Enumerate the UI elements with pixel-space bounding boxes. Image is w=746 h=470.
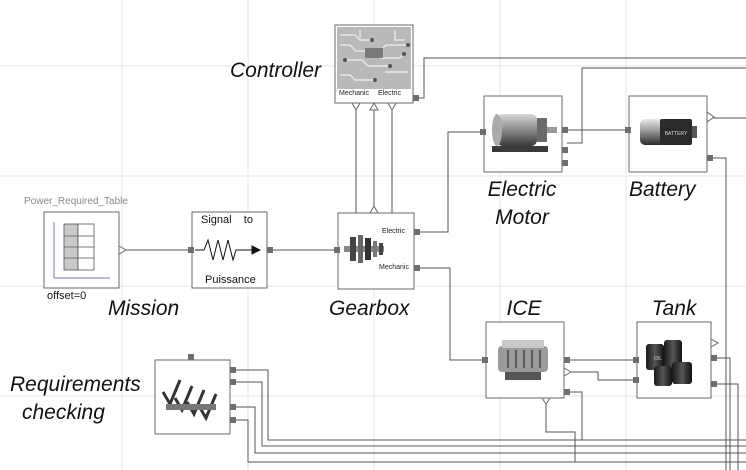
- req-port-3: [230, 404, 236, 410]
- wire-req-3: [230, 406, 746, 454]
- ice-label: ICE: [506, 297, 542, 320]
- controller-input-electric: [387, 102, 397, 112]
- signal-input-port: [188, 247, 194, 253]
- wire-gearbox-ice: [420, 267, 482, 361]
- tank-block[interactable]: OIL: [633, 321, 720, 399]
- circuit-board-icon: [337, 27, 411, 89]
- battery-icon: BATTERY: [640, 119, 697, 145]
- controller-port-electric-label: Electric: [378, 90, 401, 97]
- gearbox-mechanic-label: Mechanic: [379, 264, 409, 271]
- ice-bottom-port: [541, 397, 551, 405]
- wire-battery-right: [712, 157, 727, 470]
- electric-motor-label-line1: Electric: [487, 178, 557, 201]
- electric-motor-label-line2: Motor: [495, 206, 549, 229]
- spring-icon: [195, 238, 262, 262]
- motor-icon: [492, 114, 557, 152]
- electric-motor-block[interactable]: [480, 95, 568, 173]
- battery-output-port: [707, 155, 713, 161]
- tank-label: Tank: [651, 297, 697, 320]
- battery-input-port: [625, 127, 631, 133]
- motor-port-1: [562, 127, 568, 133]
- req-port-2: [230, 379, 236, 385]
- motor-port-2: [562, 147, 568, 153]
- tank-right-port-1: [710, 338, 720, 348]
- connection-wires: [125, 57, 746, 470]
- motor-input-port: [480, 129, 486, 135]
- tank-right-port-2: [711, 355, 717, 361]
- gearbox-block[interactable]: [334, 204, 420, 290]
- req-port-4: [230, 417, 236, 423]
- power-table-block[interactable]: [43, 211, 128, 289]
- motor-port-3: [562, 160, 568, 166]
- mission-label: Mission: [108, 297, 180, 320]
- battery-block[interactable]: BATTERY: [625, 95, 715, 173]
- ice-port-1: [564, 357, 570, 363]
- wire-tank-right-2: [712, 383, 739, 470]
- signal-line1: Signal to: [201, 214, 253, 226]
- ice-block[interactable]: [482, 321, 573, 405]
- wire-ice-bottom: [545, 398, 576, 462]
- engine-icon: [498, 340, 548, 380]
- wire-ice-port-bottom: [567, 391, 583, 440]
- ice-port-2: [563, 367, 573, 377]
- power-table-caption: Power_Required_Table: [24, 196, 128, 207]
- battery-badge-text: BATTERY: [665, 131, 688, 137]
- checkmarks-icon: [161, 379, 218, 422]
- req-port-1: [230, 367, 236, 373]
- power-table-param: offset=0: [47, 290, 87, 302]
- controller-port-right: [413, 95, 419, 101]
- wire-controller-feedback-2: [567, 67, 746, 144]
- oil-barrels-icon: OIL: [646, 340, 692, 386]
- requirements-label-line1: Requirements: [10, 373, 141, 396]
- gearbox-electric-port: [414, 229, 420, 235]
- controller-label: Controller: [230, 59, 322, 82]
- signal-block[interactable]: [188, 211, 273, 289]
- tank-right-port-3: [711, 381, 717, 387]
- wire-req-2: [230, 381, 746, 447]
- gear-shaft-icon: [344, 235, 384, 263]
- gearbox-electric-label: Electric: [382, 228, 405, 235]
- gearbox-top-arrow: [369, 204, 379, 214]
- controller-output-arrow: [369, 101, 379, 111]
- table-output-port: [118, 245, 128, 255]
- wire-gearbox-motor: [420, 131, 482, 233]
- gearbox-label: Gearbox: [329, 297, 410, 320]
- wire-tank-right-1: [712, 357, 731, 470]
- battery-soc-port: [706, 111, 715, 123]
- signal-output-port: [267, 247, 273, 253]
- wire-req-1: [230, 369, 746, 441]
- wire-ice-tank-2: [567, 371, 634, 381]
- controller-block[interactable]: [334, 24, 419, 112]
- controller-input-mechanic: [351, 102, 361, 112]
- tank-input-port-2: [633, 377, 639, 383]
- requirements-label-line2: checking: [22, 401, 105, 424]
- controller-port-mechanic-label: Mechanic: [339, 90, 369, 97]
- ice-input-port: [482, 357, 488, 363]
- wire-req-4: [230, 419, 746, 463]
- table-icon: [53, 222, 110, 279]
- signal-line2: Puissance: [205, 274, 256, 286]
- req-top-port: [188, 354, 194, 360]
- ice-port-3: [564, 389, 570, 395]
- requirements-block[interactable]: [154, 354, 236, 435]
- wire-controller-feedback-1: [413, 57, 746, 99]
- gearbox-mechanic-port: [414, 265, 420, 271]
- tank-input-port-1: [633, 357, 639, 363]
- tank-badge-text: OIL: [654, 356, 662, 362]
- gearbox-input-port: [334, 247, 340, 253]
- battery-label: Battery: [629, 178, 696, 201]
